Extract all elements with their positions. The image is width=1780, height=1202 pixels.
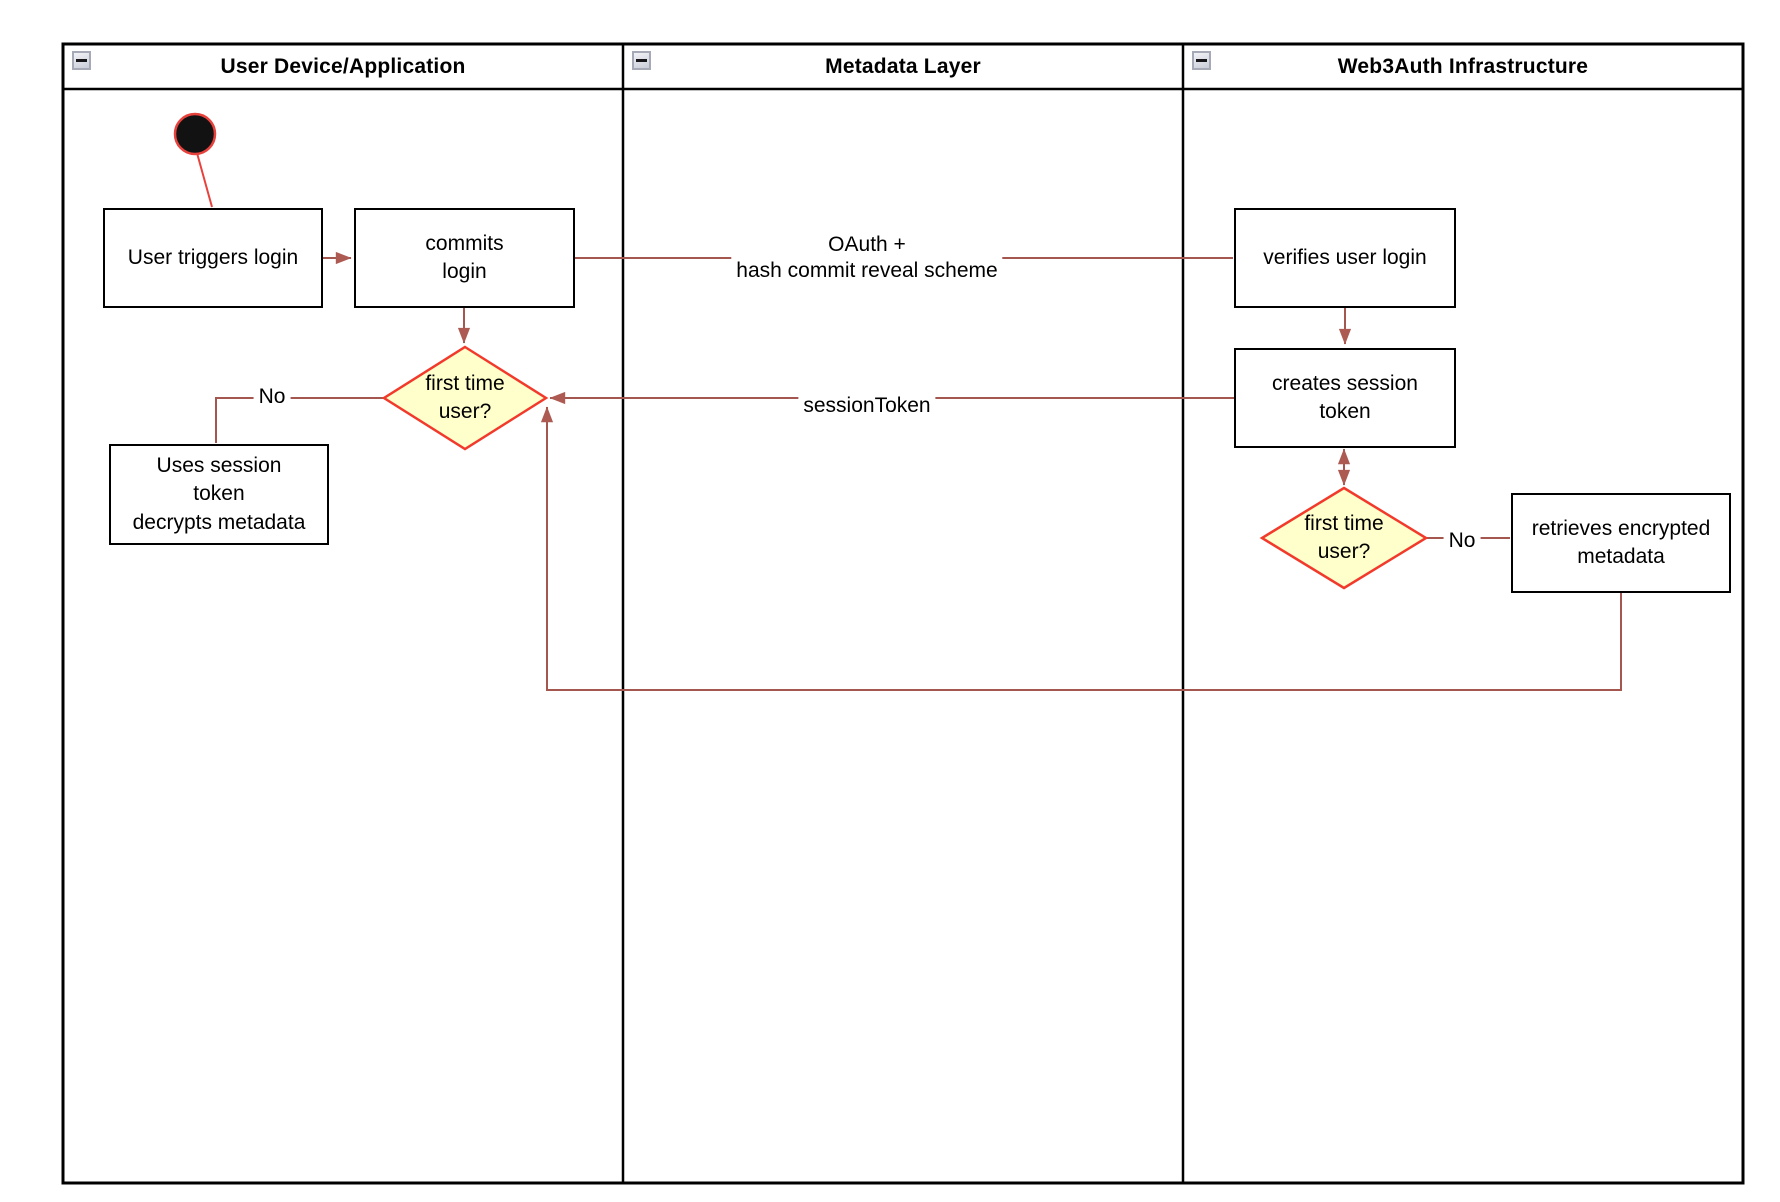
node-user-triggers-login[interactable]: User triggers login — [103, 208, 323, 308]
start-node[interactable] — [173, 112, 217, 156]
node-label: Uses session token decrypts metadata — [132, 453, 306, 534]
edge-label-no-infra: No — [1443, 527, 1481, 555]
node-commits-login[interactable]: commits login — [354, 208, 575, 308]
edge-label-oauth-hash-commit: OAuth + hash commit reveal scheme — [731, 231, 1003, 285]
lane-header-web3auth[interactable]: Web3Auth Infrastructure — [1183, 46, 1743, 87]
lane-header-metadata-layer[interactable]: Metadata Layer — [623, 46, 1183, 87]
edge-no-to-uses-session-token — [215, 397, 384, 443]
lane-title-user-device: User Device/Application — [220, 54, 466, 78]
collapse-lane-icon[interactable] — [1192, 51, 1211, 70]
decision-label: first time user? — [1304, 511, 1384, 563]
edge-label-no-device: No — [253, 383, 291, 411]
node-label: verifies user login — [1263, 245, 1427, 269]
node-label: creates session token — [1272, 371, 1418, 423]
node-label: commits login — [425, 231, 504, 283]
decision-first-time-user-device[interactable] — [381, 345, 549, 451]
lane-header-user-device[interactable]: User Device/Application — [63, 46, 623, 87]
decision-first-time-user-infra[interactable] — [1259, 486, 1429, 590]
node-label: retrieves encrypted metadata — [1531, 516, 1711, 568]
node-creates-session-token[interactable]: creates session token — [1234, 348, 1456, 448]
edge-label-session-token: sessionToken — [798, 392, 936, 420]
minus-icon — [1196, 59, 1207, 62]
minus-icon — [76, 59, 87, 62]
node-uses-session-token[interactable]: Uses session token decrypts metadata — [109, 444, 329, 545]
collapse-lane-icon[interactable] — [72, 51, 91, 70]
edge-start-to-trigger — [196, 152, 213, 208]
decision-label-wrap: first time user? — [1264, 503, 1424, 573]
decision-label-wrap: first time user? — [385, 363, 545, 433]
lane-title-metadata-layer: Metadata Layer — [825, 54, 981, 78]
node-retrieves-encrypted-metadata[interactable]: retrieves encrypted metadata — [1511, 493, 1731, 593]
minus-icon — [636, 59, 647, 62]
decision-label: first time user? — [425, 371, 505, 423]
collapse-lane-icon[interactable] — [632, 51, 651, 70]
lane-title-web3auth: Web3Auth Infrastructure — [1337, 54, 1589, 78]
node-label: User triggers login — [127, 245, 299, 269]
node-verifies-user-login[interactable]: verifies user login — [1234, 208, 1456, 308]
